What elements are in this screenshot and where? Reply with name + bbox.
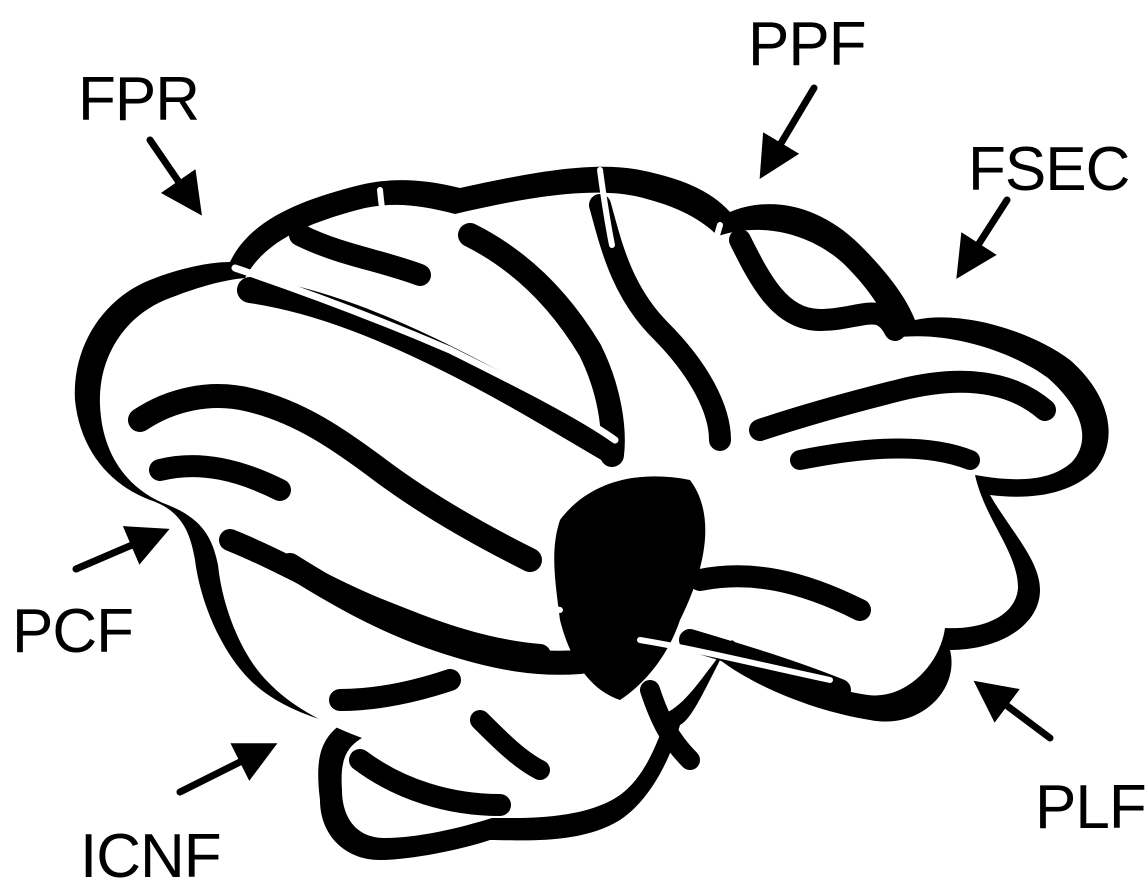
label-icnf: ICNF — [80, 822, 221, 887]
arrow-plf — [982, 687, 1050, 738]
arrow-fpr — [150, 140, 196, 207]
arrow-ppf — [765, 88, 814, 170]
arrow-icnf — [180, 748, 268, 792]
cerebellum-section — [75, 167, 1109, 860]
label-fsec: FSEC — [968, 135, 1129, 204]
label-pcf: PCF — [12, 597, 133, 666]
label-fpr: FPR — [78, 65, 199, 134]
arrow-pcf — [76, 533, 160, 569]
label-plf: PLF — [1035, 773, 1145, 842]
arrow-fsec — [962, 200, 1007, 270]
label-ppf: PPF — [748, 10, 866, 79]
